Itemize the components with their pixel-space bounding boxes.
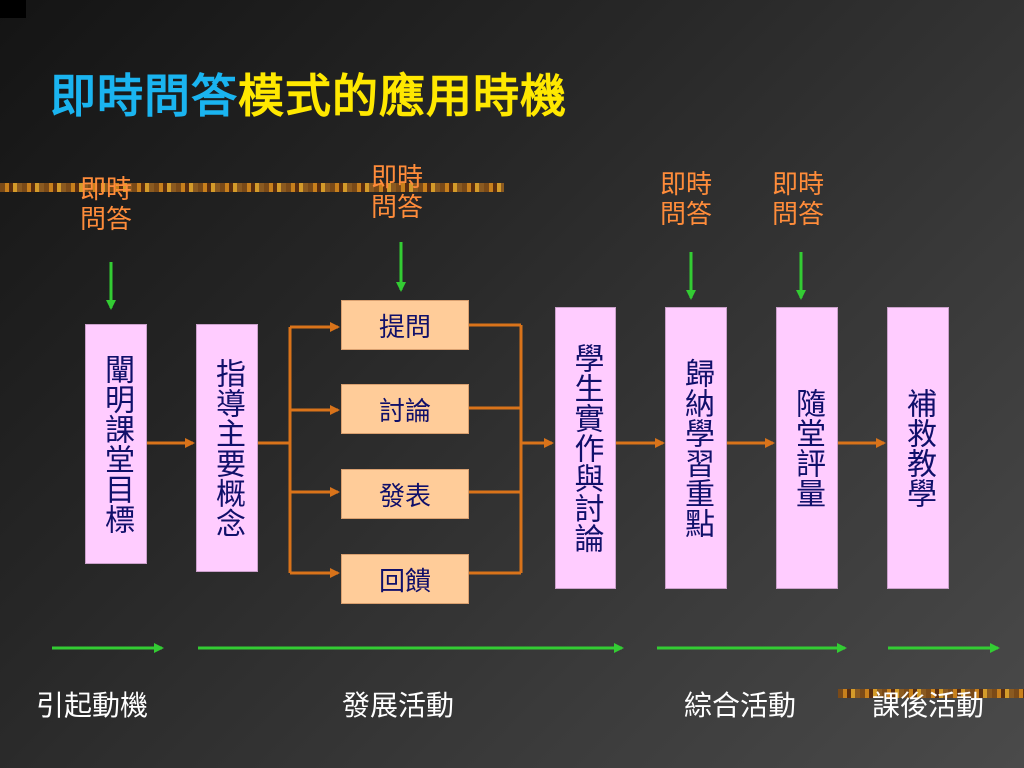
page-title: 即時問答模式的應用時機 <box>50 60 567 126</box>
phase-label-motivation: 引起動機 <box>36 689 149 722</box>
activity-box-present: 發表 <box>341 469 469 519</box>
decorative-stripe-right <box>838 689 1024 698</box>
title-part-yellow: 模式的應用時機 <box>238 69 567 123</box>
step-box-practice-discuss: 學生實作與討論 <box>555 307 616 589</box>
instant-qa-label-4: 即時 問答 <box>771 170 824 230</box>
instant-qa-label-3: 即時 問答 <box>659 170 712 230</box>
phase-label-after-class: 課後活動 <box>872 689 985 722</box>
title-part-blue: 即時問答 <box>50 69 238 123</box>
phase-label-development: 發展活動 <box>342 689 455 722</box>
corner-block <box>0 0 26 18</box>
step-box-guide-concepts: 指導主要概念 <box>196 324 258 572</box>
decorative-stripe-left <box>0 183 504 192</box>
activity-box-discuss: 討論 <box>341 384 469 434</box>
activity-box-ask: 提問 <box>341 300 469 350</box>
instant-qa-label-2: 即時 問答 <box>370 163 423 223</box>
step-box-remedial: 補救教學 <box>887 307 949 589</box>
activity-box-feedback: 回饋 <box>341 554 469 604</box>
step-box-clarify-goals: 闡明課堂目標 <box>85 324 147 564</box>
instant-qa-label-1: 即時 問答 <box>79 175 132 235</box>
step-box-summarize: 歸納學習重點 <box>665 307 727 589</box>
step-box-quiz: 隨堂評量 <box>776 307 838 589</box>
phase-label-synthesis: 綜合活動 <box>684 689 797 722</box>
